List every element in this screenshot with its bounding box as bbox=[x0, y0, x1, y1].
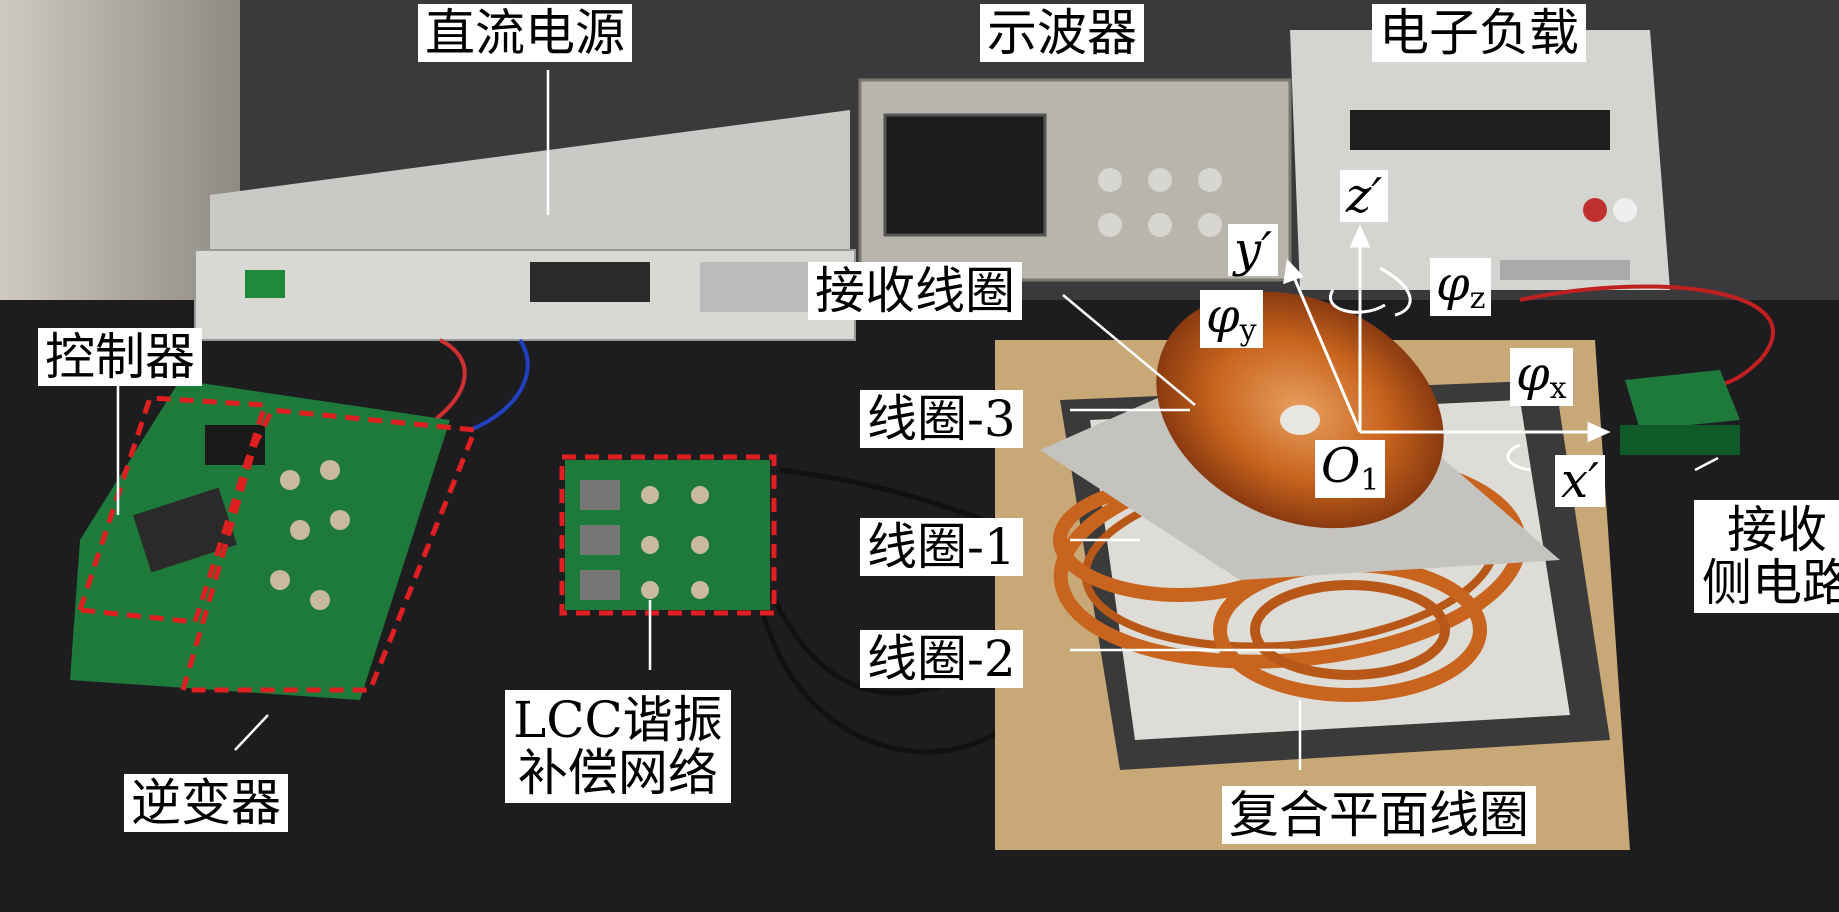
controller-highlight-box bbox=[76, 395, 269, 625]
origin-label: O1 bbox=[1315, 440, 1386, 498]
controller-label: 控制器 bbox=[38, 328, 202, 386]
lcc-label-line1: LCC谐振 bbox=[513, 691, 723, 749]
phi-y-label: φy bbox=[1200, 290, 1263, 348]
oscilloscope-label: 示波器 bbox=[980, 4, 1144, 62]
x-prime-label: x′ bbox=[1555, 455, 1605, 507]
z-prime-label: z′ bbox=[1340, 170, 1389, 222]
y-prime-label: y′ bbox=[1228, 224, 1279, 276]
coordinate-axes bbox=[1283, 224, 1611, 472]
coil-1-label: 线圈-1 bbox=[860, 518, 1023, 576]
rx-circuit-label-line2: 侧电路 bbox=[1702, 553, 1839, 612]
coil-2-label: 线圈-2 bbox=[860, 630, 1023, 688]
electronic-load-label: 电子负载 bbox=[1372, 4, 1586, 62]
lcc-network-label: LCC谐振 补偿网络 bbox=[505, 690, 731, 803]
phi-z-label: φz bbox=[1430, 258, 1492, 316]
receiver-circuit-board bbox=[1620, 370, 1740, 455]
leader-lines bbox=[116, 70, 1719, 770]
rx-circuit-label: 接收 侧电路 bbox=[1694, 500, 1839, 613]
lcc-label-line2: 补偿网络 bbox=[517, 743, 718, 802]
lcc-board bbox=[565, 460, 770, 610]
composite-coil-label: 复合平面线圈 bbox=[1222, 786, 1536, 844]
rx-circuit-label-line1: 接收 bbox=[1727, 501, 1827, 559]
phi-x-label: φx bbox=[1510, 348, 1573, 406]
controller-inverter-board bbox=[70, 380, 450, 700]
electronic-load-device bbox=[1290, 30, 1670, 290]
oscilloscope-device bbox=[858, 78, 1292, 282]
receiving-coil-label: 接收线圈 bbox=[808, 262, 1022, 320]
coil-3-label: 线圈-3 bbox=[860, 390, 1023, 448]
inverter-label: 逆变器 bbox=[124, 774, 288, 832]
inverter-highlight-box bbox=[179, 407, 479, 693]
dc-power-label: 直流电源 bbox=[418, 4, 632, 62]
lcc-highlight-box bbox=[559, 454, 777, 616]
